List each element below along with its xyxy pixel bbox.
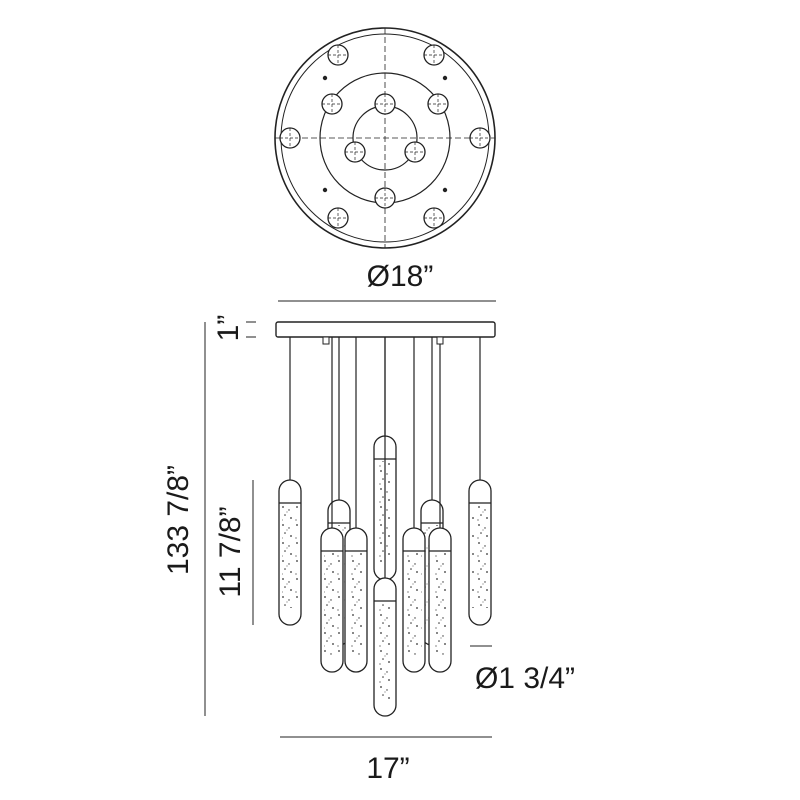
canopy-mount-block xyxy=(322,336,330,345)
pendant xyxy=(468,337,492,626)
pendant-glass-texture xyxy=(324,553,340,655)
pendant-height-label: 11 7/8” xyxy=(214,506,247,597)
screw-dot xyxy=(442,75,448,81)
canopy-holes xyxy=(279,44,491,229)
pendant-glass-texture xyxy=(432,553,448,655)
pendant xyxy=(373,337,397,717)
canopy-hole xyxy=(327,44,349,66)
canopy-hole xyxy=(404,141,426,163)
canopy-hole xyxy=(344,141,366,163)
canopy-hole xyxy=(279,127,301,149)
canopy-hole xyxy=(374,93,396,115)
pendants-group xyxy=(278,336,492,717)
canopy-hole xyxy=(423,44,445,66)
canopy-top-view xyxy=(274,27,496,249)
pendant xyxy=(344,337,368,673)
canopy-hole xyxy=(374,187,396,209)
pendant xyxy=(402,337,426,673)
pendant-glass-texture xyxy=(282,505,298,608)
pendant xyxy=(428,337,452,673)
canopy-diameter-label: Ø18” xyxy=(367,260,434,293)
pendant-diameter-label: Ø1 3/4” xyxy=(475,662,575,695)
fixture-side-view xyxy=(275,321,496,717)
screw-dot xyxy=(322,75,328,81)
pendant-glass-texture xyxy=(348,553,364,655)
canopy-side-plate xyxy=(275,321,496,338)
canopy-height-label: 1” xyxy=(212,315,245,342)
canopy-hole xyxy=(469,127,491,149)
overall-height-label: 133 7/8” xyxy=(162,465,195,575)
pendant xyxy=(278,337,302,626)
canopy-hole xyxy=(321,93,343,115)
pendant-glass-texture xyxy=(377,603,393,699)
canopy-hole xyxy=(427,93,449,115)
canopy-hole xyxy=(327,207,349,229)
pendant-glass-texture xyxy=(472,505,488,608)
canopy-hole xyxy=(423,207,445,229)
pendant-glass-texture xyxy=(406,553,422,655)
canopy-screw-dots xyxy=(322,75,448,193)
screw-dot xyxy=(442,187,448,193)
screw-dot xyxy=(322,187,328,193)
pendant xyxy=(320,337,344,673)
canopy-mount-block xyxy=(436,336,444,345)
overall-width-label: 17” xyxy=(366,752,409,785)
